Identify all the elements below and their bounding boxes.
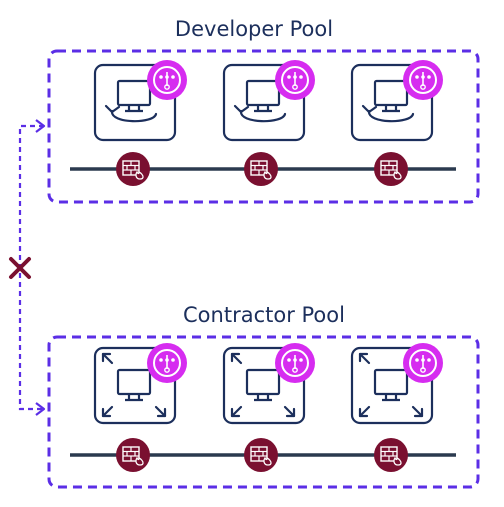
contractor-vm	[222, 342, 316, 425]
arrow-to-developer-pool	[35, 119, 46, 133]
contractor-pool-title: Contractor Pool	[183, 303, 345, 327]
developer-pool-title: Developer Pool	[175, 17, 333, 41]
connection-hub-icon	[274, 342, 316, 384]
firewall-icon	[115, 437, 151, 473]
x-mark-icon	[9, 257, 31, 279]
firewall-icon	[243, 437, 279, 473]
contractor-vm	[93, 342, 188, 425]
developer-vm	[93, 59, 188, 142]
blocked-connector	[9, 119, 46, 416]
arrow-to-contractor-pool	[35, 402, 46, 416]
contractor-pool: Contractor Pool	[47, 303, 480, 489]
firewall-icon	[115, 151, 151, 187]
contractor-vm	[350, 342, 444, 425]
developer-pool: Developer Pool	[47, 17, 480, 204]
connection-hub-icon	[146, 59, 188, 101]
connection-hub-icon	[274, 59, 316, 101]
connection-hub-icon	[146, 342, 188, 384]
developer-vm	[350, 59, 444, 142]
developer-vm	[222, 59, 316, 142]
firewall-icon	[373, 151, 409, 187]
firewall-icon	[373, 437, 409, 473]
connection-hub-icon	[402, 342, 444, 384]
connector-line	[18, 124, 44, 411]
developer-pool-border	[47, 49, 480, 204]
firewall-icon	[243, 151, 279, 187]
connection-hub-icon	[402, 59, 444, 101]
